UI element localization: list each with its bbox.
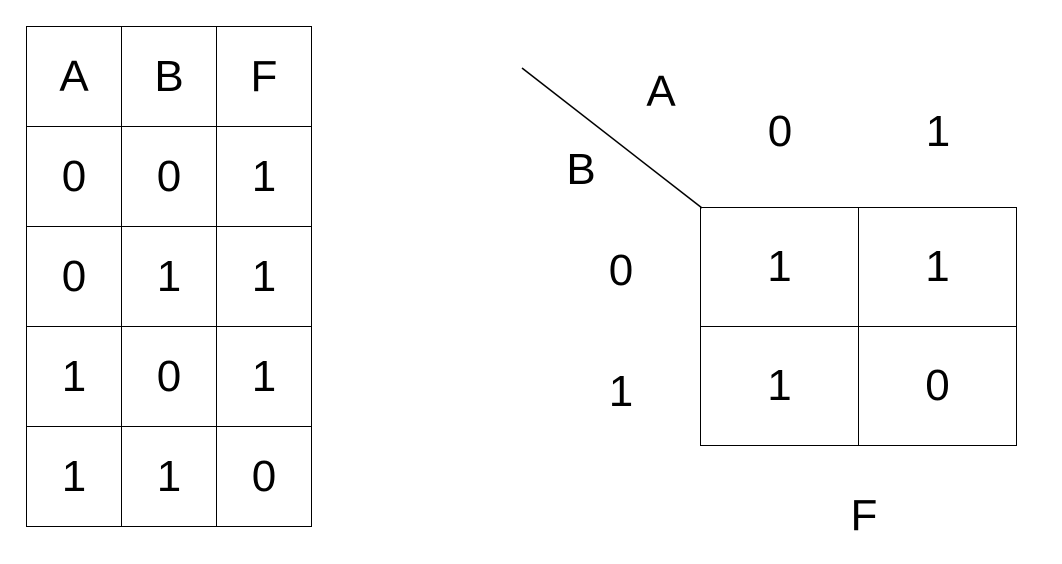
kmap-cell: 1 — [858, 207, 1017, 327]
truth-table-cell: 0 — [216, 426, 312, 527]
truth-table-cell: 1 — [121, 426, 217, 527]
kmap-row-variable: B — [566, 145, 596, 194]
truth-table-row: 1 1 0 — [26, 426, 312, 527]
truth-table-header-f: F — [216, 26, 312, 127]
truth-table-cell: 1 — [216, 226, 312, 327]
kmap-row-header: 1 — [608, 367, 634, 416]
truth-table-cell: 1 — [216, 326, 312, 427]
truth-table: A B F 0 0 1 0 1 1 1 0 1 1 1 0 — [26, 26, 312, 527]
kmap-row: 1 0 — [700, 326, 1017, 446]
truth-table-cell: 1 — [26, 426, 122, 527]
kmap-col-variable: A — [646, 67, 676, 116]
kmap-output-label: F — [850, 491, 878, 540]
truth-table-cell: 0 — [121, 126, 217, 227]
kmap-grid: 1 1 1 0 — [700, 207, 1017, 446]
kmap-col-header: 0 — [767, 107, 793, 156]
truth-table-header-row: A B F — [26, 26, 312, 127]
truth-table-header-a: A — [26, 26, 122, 127]
truth-table-cell: 0 — [121, 326, 217, 427]
kmap-row-header: 0 — [608, 246, 634, 295]
kmap-col-header: 1 — [925, 107, 951, 156]
truth-table-header-b: B — [121, 26, 217, 127]
truth-table-row: 1 0 1 — [26, 326, 312, 427]
kmap-cell: 0 — [858, 326, 1017, 446]
truth-table-row: 0 0 1 — [26, 126, 312, 227]
kmap-row: 1 1 — [700, 207, 1017, 327]
truth-table-cell: 1 — [26, 326, 122, 427]
truth-table-cell: 0 — [26, 226, 122, 327]
kmap-cell: 1 — [700, 326, 859, 446]
truth-table-row: 0 1 1 — [26, 226, 312, 327]
truth-table-cell: 0 — [26, 126, 122, 227]
truth-table-cell: 1 — [121, 226, 217, 327]
kmap-cell: 1 — [700, 207, 859, 327]
truth-table-cell: 1 — [216, 126, 312, 227]
